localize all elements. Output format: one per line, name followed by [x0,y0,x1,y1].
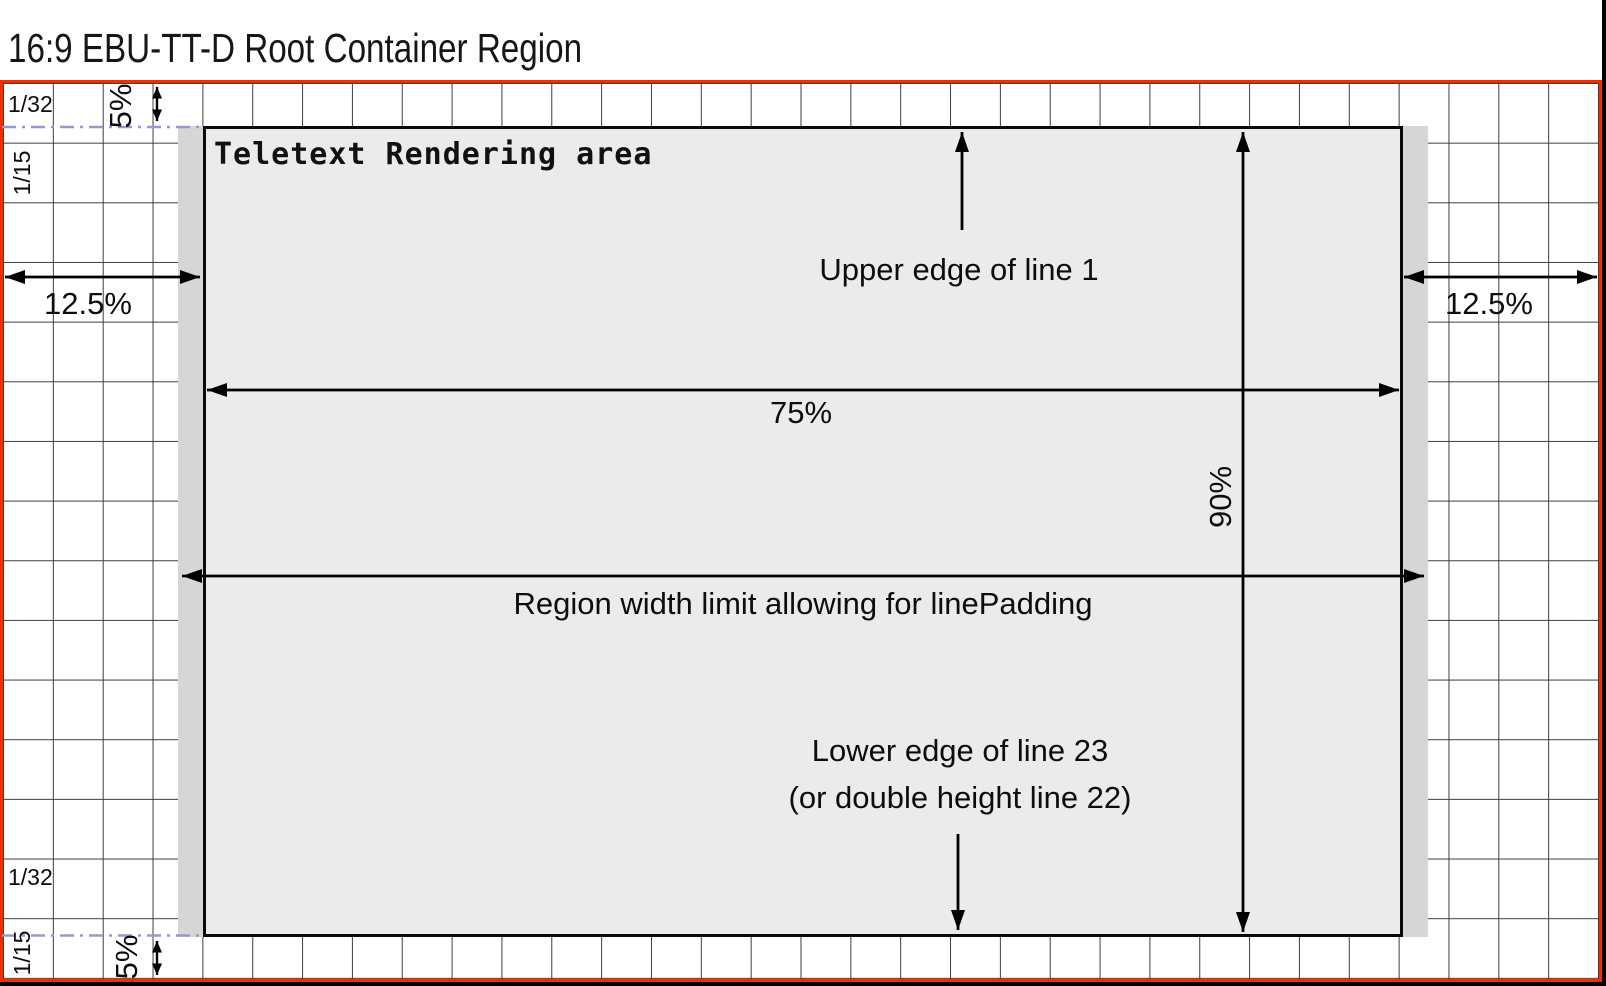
area-height-label: 90% [1203,465,1239,529]
teletext-area-label: Teletext Rendering area [214,137,653,172]
lower-edge-label-line1: Lower edge of line 23 [811,733,1109,769]
column-fraction-label-top: 1/32 [8,91,53,117]
upper-edge-label: Upper edge of line 1 [819,252,1099,288]
left-margin-label: 12.5% [44,286,132,322]
line-padding-strip-left [178,126,203,937]
right-margin-label: 12.5% [1445,286,1533,322]
column-fraction-label-bottom: 1/32 [8,864,53,890]
line-padding-strip-right [1403,126,1428,937]
row-fraction-label-top: 1/15 [8,150,35,196]
region-width-limit-label: Region width limit allowing for linePadd… [513,586,1093,622]
top-offset-label: 5% [103,83,139,129]
window-edge-bottom [0,982,1606,986]
row-fraction-label-bottom: 1/15 [8,930,35,976]
bottom-offset-label: 5% [109,934,145,980]
window-edge-right [1602,0,1606,986]
area-width-label: 75% [769,395,833,431]
page-title: 16:9 EBU-TT-D Root Container Region [8,25,583,71]
lower-edge-label-line2: (or double height line 22) [788,780,1132,816]
teletext-rendering-area [203,126,1403,937]
